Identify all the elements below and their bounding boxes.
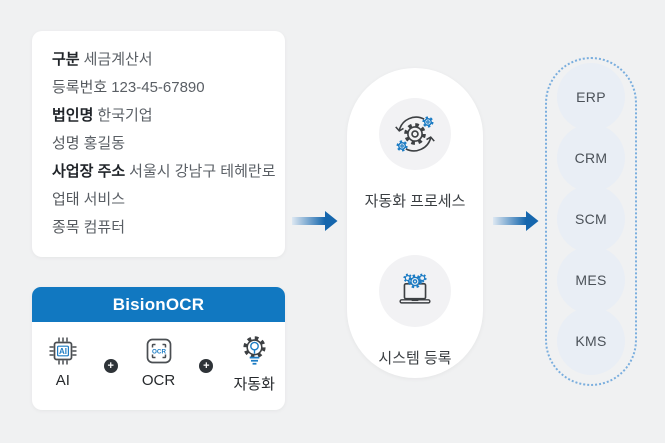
product-card: BisionOCR AI AI + OCR OCR <box>32 287 285 410</box>
process-step-registration: 시스템 등록 <box>378 255 452 368</box>
plus-icon: + <box>199 359 214 373</box>
step-circle <box>379 98 451 170</box>
system-kms: KMS <box>557 307 625 375</box>
field-label: 등록번호 <box>52 79 108 96</box>
field-value: 세금계산서 <box>83 51 153 68</box>
process-step-automation: 자동화 프로세스 <box>364 98 466 211</box>
system-crm: CRM <box>557 124 625 192</box>
right-arrow-icon <box>493 211 539 231</box>
field-value: 컴퓨터 <box>83 219 126 236</box>
field-value: 서울시 강남구 테헤란로 <box>129 163 276 180</box>
automation-bulb-gear-icon <box>243 336 266 365</box>
field-label: 구분 <box>52 51 80 68</box>
step-label: 자동화 프로세스 <box>364 193 466 210</box>
ai-chip-icon: AI <box>49 337 77 365</box>
ocr-frame-icon-text: OCR <box>152 348 166 355</box>
field-label: 종목 <box>52 219 80 236</box>
system-mes: MES <box>557 246 625 314</box>
field-value: 홍길동 <box>83 135 126 152</box>
feature-label: 자동화 <box>233 376 275 393</box>
laptop-gears-icon <box>399 273 431 304</box>
feature-ocr: OCR OCR <box>128 333 190 389</box>
field-label: 사업장 주소 <box>52 163 126 180</box>
field-value: 한국기업 <box>97 107 153 124</box>
ai-chip-icon-text: AI <box>59 347 67 356</box>
product-title: BisionOCR <box>32 287 285 322</box>
plus-icon: + <box>103 359 118 373</box>
sync-gears-icon <box>395 116 435 152</box>
field-label: 업태 <box>52 191 80 208</box>
feature-label: OCR <box>141 372 176 389</box>
system-scm: SCM <box>557 185 625 253</box>
process-panel: 자동화 프로세스 시스템 등록 <box>347 68 483 378</box>
systems-panel: ERP CRM SCM MES KMS <box>545 57 637 386</box>
product-features: AI AI + OCR OCR + <box>32 322 285 394</box>
feature-ai: AI AI <box>32 333 94 389</box>
system-erp: ERP <box>557 63 625 131</box>
ocr-frame-icon: OCR <box>146 338 171 364</box>
feature-label: AI <box>55 372 70 389</box>
step-label: 시스템 등록 <box>378 350 452 367</box>
feature-automation: 자동화 <box>223 333 285 394</box>
field-value: 서비스 <box>83 191 126 208</box>
step-circle <box>378 255 451 327</box>
field-value: 123-45-67890 <box>111 79 205 96</box>
field-label: 성명 <box>52 135 80 152</box>
field-label: 법인명 <box>52 107 94 124</box>
right-arrow-icon <box>292 211 338 231</box>
